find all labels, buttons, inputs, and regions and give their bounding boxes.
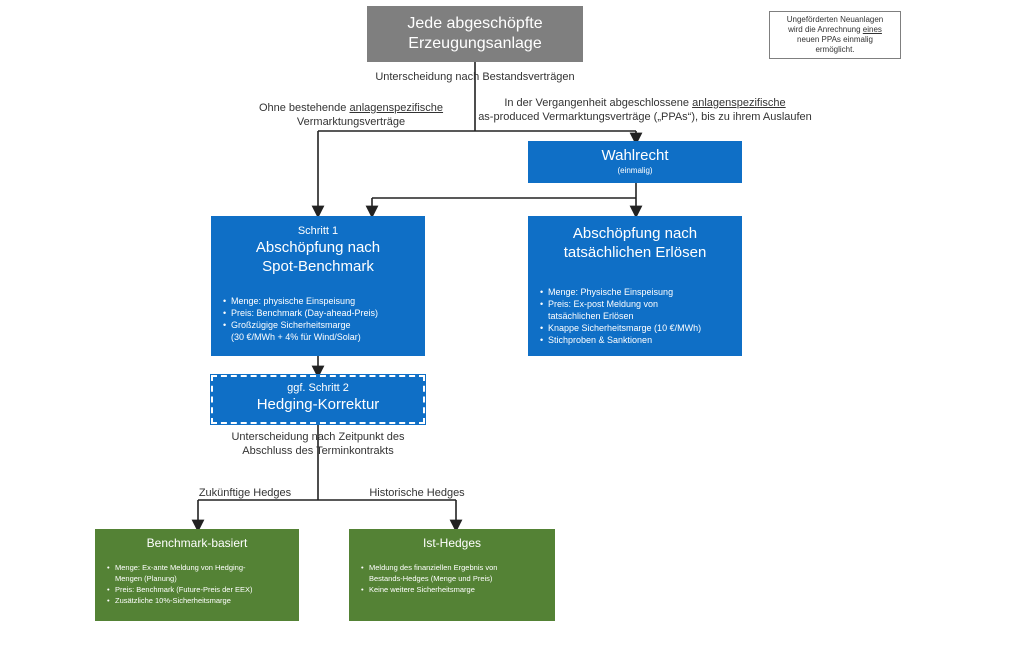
erloese-bullet-cont: tatsächlichen Erlösen <box>540 310 742 322</box>
label-ohne-a: Ohne bestehende <box>258 102 350 114</box>
ist-bullet-cont: Bestands-Hedges (Menge und Preis) <box>361 573 555 584</box>
note-line2u: eines <box>862 25 882 34</box>
ist-bullet: Meldung des finanziellen Ergebnis von <box>361 562 555 573</box>
benchmark-box: Benchmark-basiert Menge: Ex-ante Meldung… <box>95 529 299 621</box>
wahlrecht-box: Wahlrecht (einmalig) <box>528 141 742 183</box>
note-box: Ungeförderten Neuanlagen wird die Anrech… <box>769 11 901 59</box>
ist-title: Ist-Hedges <box>422 536 482 550</box>
label-vergangen-b: as-produced Vermarktungsverträge („PPAs“… <box>478 111 812 123</box>
schritt1-title1: Abschöpfung nach <box>255 239 381 256</box>
label-bestand: Unterscheidung nach Bestandsverträgen <box>375 71 575 83</box>
erloese-bullet: Menge: Physische Einspeisung <box>540 286 742 298</box>
top-box-line1: Jede abgeschöpfte <box>407 15 543 32</box>
erloese-bullet: Preis: Ex-post Meldung von <box>540 298 742 310</box>
schritt2-box: ggf. Schritt 2 Hedging-Korrektur <box>210 374 426 425</box>
benchmark-title: Benchmark-basiert <box>146 536 248 550</box>
schritt1-bullet-cont-text: (30 €/MWh + 4% für Wind/Solar) <box>231 332 361 342</box>
label-vergangen-u: anlagenspezifische <box>692 97 786 109</box>
label-ohne-b: Vermarktungsverträge <box>296 116 406 128</box>
schritt2-step: ggf. Schritt 2 <box>287 382 349 394</box>
note-line3: neuen PPAs einmalig <box>797 35 873 44</box>
label-ohne: Ohne bestehende anlagenspezifische Verma… <box>236 101 466 129</box>
benchmark-bullet: Preis: Benchmark (Future-Preis der EEX) <box>107 584 299 595</box>
schritt1-bullet-cont: (30 €/MWh + 4% für Wind/Solar) <box>223 331 425 343</box>
note-line1: Ungeförderten Neuanlagen <box>786 15 884 24</box>
note-line2a: wird die Anrechnung <box>788 25 863 34</box>
benchmark-bullet-cont: Mengen (Planung) <box>107 573 299 584</box>
label-zukuenftig: Zukünftige Hedges <box>198 487 292 499</box>
schritt1-box: Schritt 1 Abschöpfung nach Spot-Benchmar… <box>211 216 425 356</box>
ist-bullet-cont-text: Bestands-Hedges (Menge und Preis) <box>369 574 493 583</box>
erloese-bullet: Knappe Sicherheitsmarge (10 €/MWh) <box>540 322 742 334</box>
benchmark-bullet: Zusätzliche 10%-Sicherheitsmarge <box>107 595 299 606</box>
label-vergangen: In der Vergangenheit abgeschlossene anla… <box>470 96 820 124</box>
schritt1-bullet: Großzügige Sicherheitsmarge <box>223 319 425 331</box>
ist-bullets: Meldung des finanziellen Ergebnis von Be… <box>349 562 555 595</box>
erloese-bullet: Stichproben & Sanktionen <box>540 334 742 346</box>
wahlrecht-title: Wahlrecht <box>601 147 669 164</box>
label-zeitpunkt: Unterscheidung nach Zeitpunkt des Abschl… <box>200 430 436 458</box>
label-ohne-u: anlagenspezifische <box>349 102 444 114</box>
schritt1-bullet: Preis: Benchmark (Day-ahead-Preis) <box>223 307 425 319</box>
label-zeitpunkt-b: Abschluss des Terminkontrakts <box>242 445 394 457</box>
schritt1-step: Schritt 1 <box>297 225 339 237</box>
ist-box: Ist-Hedges Meldung des finanziellen Erge… <box>349 529 555 621</box>
ist-bullet: Keine weitere Sicherheitsmarge <box>361 584 555 595</box>
benchmark-bullet-cont-text: Mengen (Planung) <box>115 574 177 583</box>
schritt1-title2: Spot-Benchmark <box>262 258 374 275</box>
label-vergangen-a: In der Vergangenheit abgeschlossene <box>504 97 693 109</box>
erloese-bullets: Menge: Physische Einspeisung Preis: Ex-p… <box>528 286 742 346</box>
schritt1-bullets: Menge: physische Einspeisung Preis: Benc… <box>211 295 425 343</box>
erloese-box: Abschöpfung nach tatsächlichen Erlösen M… <box>528 216 742 356</box>
label-zeitpunkt-a: Unterscheidung nach Zeitpunkt des <box>231 431 405 443</box>
benchmark-bullet: Menge: Ex-ante Meldung von Hedging- <box>107 562 299 573</box>
erloese-bullet-cont-text: tatsächlichen Erlösen <box>548 311 634 321</box>
note-line4: ermöglicht. <box>815 45 855 54</box>
label-historisch: Historische Hedges <box>369 487 465 499</box>
erloese-title1: Abschöpfung nach <box>572 225 698 242</box>
top-box-line2: Erzeugungsanlage <box>408 35 542 52</box>
erloese-title2: tatsächlichen Erlösen <box>563 244 707 261</box>
benchmark-bullets: Menge: Ex-ante Meldung von Hedging- Meng… <box>95 562 299 606</box>
wahlrecht-sub: (einmalig) <box>617 166 653 175</box>
top-box: Jede abgeschöpfte Erzeugungsanlage <box>367 6 583 62</box>
schritt2-title: Hedging-Korrektur <box>256 396 380 413</box>
schritt1-bullet: Menge: physische Einspeisung <box>223 295 425 307</box>
